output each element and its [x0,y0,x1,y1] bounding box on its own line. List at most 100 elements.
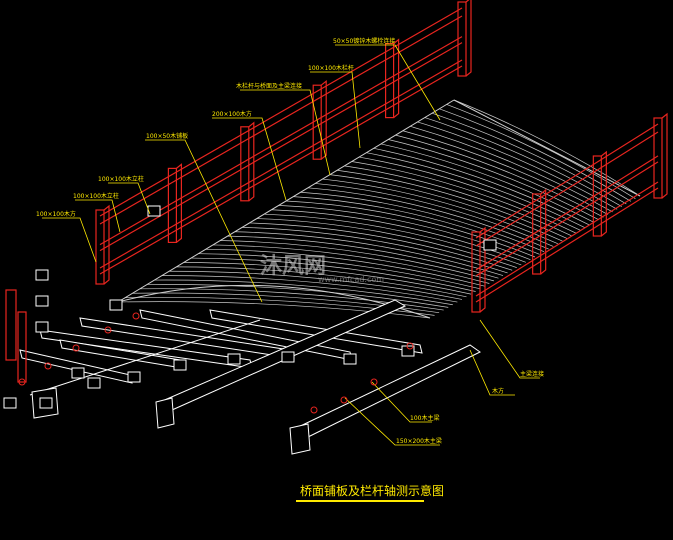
rail-post [167,167,177,243]
deck-board [264,213,522,266]
title-underline [296,500,424,502]
callout-label: 100×100木立柱 [73,193,119,200]
beam-end-boxes [3,205,497,409]
deck-board [176,266,467,298]
rail-post-side [393,38,400,119]
deck-board [154,279,453,306]
diagram-title: 桥面铺板及栏杆轴测示意图 [300,484,445,498]
deck-board [227,235,499,279]
deck-board [285,200,536,258]
end-post [17,311,27,383]
deck-board [139,288,444,311]
callout-label: 主梁连接 [520,371,545,378]
callout-label: 100×50木铺板 [146,133,189,140]
beam-end-box [39,397,53,409]
callout-label: 50×50镀锌木螺栓连接 [333,38,396,45]
bottom-rail [99,59,463,269]
beam-end-box [227,353,241,365]
end-post [5,289,17,361]
beam-end-box [35,269,49,281]
beam-end-box [87,377,101,389]
rail-post [592,155,602,237]
deck-board [256,218,517,268]
callout-label: 100×100木立柱 [98,176,144,183]
beam-end-box [35,295,49,307]
rail-post [385,42,395,119]
rail-post [532,193,542,275]
deck-board [117,301,431,319]
rail-post [312,84,322,160]
beam-end-box [483,239,497,251]
bottom-rail [475,187,659,303]
callout-label: 150×200木主梁 [396,438,442,445]
rail-post [653,117,663,199]
deck-board [366,152,586,229]
rail-post-side [320,79,327,160]
leader-lines [42,44,540,446]
beam-end-box [3,397,17,409]
deck-board [278,205,531,260]
deck-board [293,196,540,255]
deck-board [147,284,449,308]
beam-end-box [35,321,49,333]
deck-board [410,126,613,213]
beam-end-box [401,345,415,357]
beam-end-box [173,359,187,371]
beam-end-box [281,351,295,363]
handrail [99,7,463,217]
deck-board [212,244,490,284]
deck-board [315,183,554,247]
deck-board [329,174,563,242]
rail-post-side [103,204,110,285]
mid-rail [475,161,659,277]
bottom-rail [475,181,659,297]
beam-end-box [109,299,123,311]
main-beam-end [289,423,311,455]
deck-board [322,178,558,245]
bolts [18,312,414,414]
deck-board [388,139,600,221]
bottom-rail [99,65,463,275]
deck-board [198,253,481,290]
rail-post-side [600,150,607,237]
deck-boards [117,99,641,319]
beam-end-box [127,371,141,383]
handrail [475,123,659,239]
beam-end-box [343,353,357,365]
rail-post-side [479,226,486,313]
main-beam [290,344,481,439]
callout-label: 200×100木方 [212,111,252,118]
main-beam-end [155,397,175,429]
deck-board [373,147,590,226]
callout-label: 100×100木栏杆 [308,65,354,72]
deck-board [300,191,545,253]
rail-post-side [465,0,472,77]
handrail [475,131,659,247]
callout-label: 100×100木方 [36,211,76,218]
rail-post [457,1,467,77]
beam-end-box [71,367,85,379]
deck-board [169,270,463,300]
rail-post [471,231,481,313]
watermark-url: www.mfcad.com [318,275,385,284]
deck-board [351,161,577,234]
rail-post-side [176,163,182,243]
deck-board [446,104,636,199]
rail-post-side [661,112,668,199]
deck-board [417,121,618,210]
deck-board [380,143,595,223]
deck-board [220,240,495,282]
deck-board [337,169,568,239]
watermark-brand: 沐风网 [260,254,327,279]
deck-board [307,187,549,250]
deck-board [161,275,458,303]
handrail [99,15,463,225]
deck-board [234,231,504,276]
callout-label: 100木主梁 [410,415,440,422]
deck-board [242,226,508,274]
deck-board [271,209,526,263]
beam-end-box [147,205,161,217]
cross-beam [209,309,423,354]
deck-board [205,248,485,287]
